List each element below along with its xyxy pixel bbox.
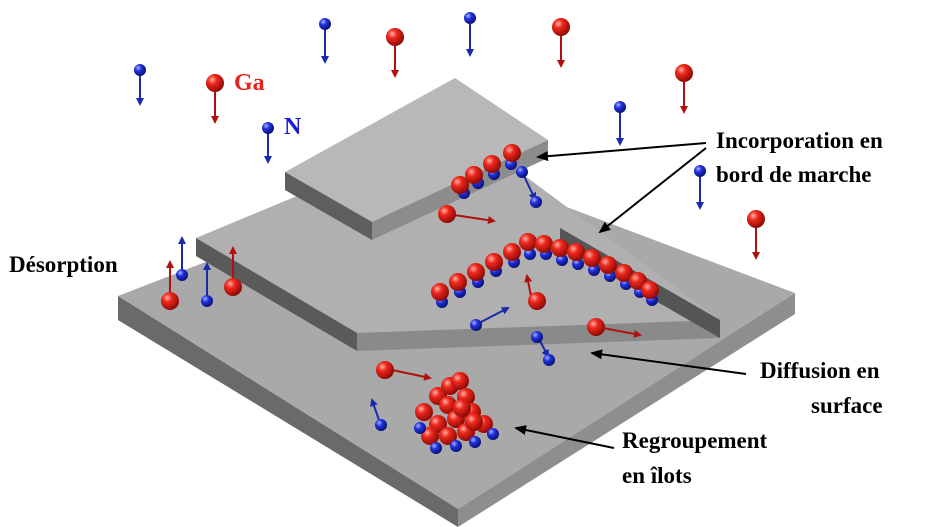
n-atom-desorbing xyxy=(201,262,213,307)
middle-terrace-top xyxy=(196,128,720,333)
ga-atom-arriving xyxy=(206,74,224,124)
n-atom-arriving xyxy=(694,165,706,210)
n-atom-diffusing xyxy=(531,331,555,366)
ga-atom-desorbing xyxy=(224,246,242,296)
desorbing-atoms xyxy=(161,236,242,310)
diffusion-label-line2: surface xyxy=(811,393,883,418)
incorporation-label-line2: bord de marche xyxy=(716,162,872,187)
legend-n-label: N xyxy=(284,114,302,140)
n-atom-arriving xyxy=(319,18,331,64)
ga-atom-arriving xyxy=(552,18,570,68)
ga-atom-diffusing xyxy=(587,318,642,338)
legend-ga-label: Ga xyxy=(234,70,265,96)
incorporation-label-line1: Incorporation en xyxy=(716,128,883,153)
diffusing-atoms xyxy=(370,166,642,431)
ga-atom-arriving xyxy=(675,64,693,114)
n-atom-diffusing xyxy=(470,307,510,331)
n-atom-diffusing xyxy=(370,398,387,431)
ga-atom-diffusing xyxy=(438,205,496,225)
n-atom-arriving xyxy=(134,64,146,106)
top-terrace-top xyxy=(285,78,548,222)
arrow-incorporation-lower xyxy=(598,147,707,234)
ga-atom-arriving xyxy=(747,210,765,260)
n-atom-arriving xyxy=(614,101,626,146)
top-terrace-left-face xyxy=(285,172,372,240)
middle-terrace-left-face xyxy=(196,238,357,351)
n-atom-arriving xyxy=(262,122,274,164)
arrow-diffusion xyxy=(590,349,747,375)
island-cluster xyxy=(414,372,499,454)
substrate-right-face xyxy=(458,293,795,527)
ga-atom-arriving xyxy=(386,28,404,78)
ga-atom-diffusing xyxy=(376,361,432,381)
regroupement-label-line1: Regroupement xyxy=(622,428,768,453)
ga-atom-diffusing xyxy=(524,274,546,310)
regroupement-label-line2: en îlots xyxy=(622,463,692,488)
n-atom-desorbing xyxy=(176,236,188,281)
arrow-regroupement xyxy=(514,425,615,449)
arriving-atoms xyxy=(134,12,765,260)
desorption-label: Désorption xyxy=(9,252,118,277)
step-edge-chain-upper xyxy=(451,144,521,199)
diffusion-label-line1: Diffusion en xyxy=(760,358,880,383)
n-atom-arriving xyxy=(464,12,476,57)
substrate-left-face xyxy=(118,296,458,527)
ga-atom-desorbing xyxy=(161,260,179,310)
annotation-arrows xyxy=(514,142,747,449)
step-edge-chain-lower xyxy=(431,233,659,308)
n-atom-diffusing xyxy=(516,166,542,208)
arrow-incorporation-upper xyxy=(536,142,707,162)
